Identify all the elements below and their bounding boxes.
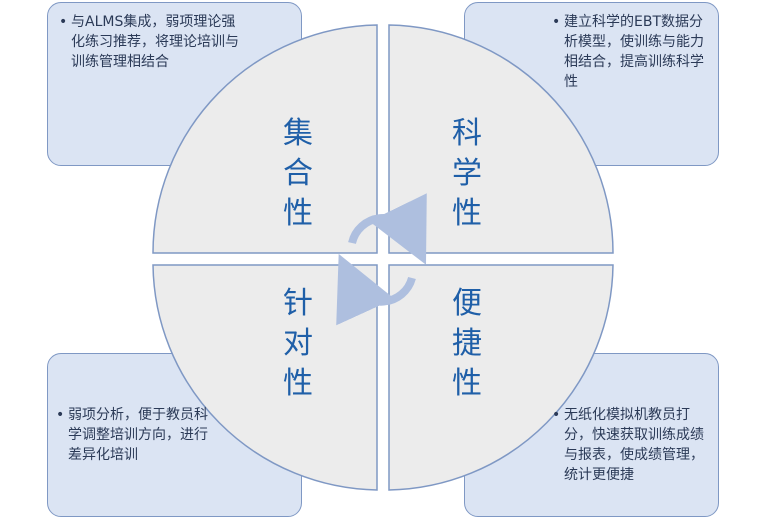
quadrant-top-right: [388, 24, 614, 254]
description-body: 无纸化模拟机教员打分，快速获取训练成绩与报表，使成绩管理，统计更便捷: [564, 407, 704, 483]
quadrant-title-bottom-left-char-1: 针: [283, 286, 313, 321]
description-text-top-left: • 与ALMS集成，弱项理论强化练习推荐，将理论培训与训练管理相结合: [59, 12, 239, 72]
cycle-arrow-top-icon: [348, 193, 427, 265]
bullet-icon: •: [552, 407, 561, 423]
description-text-bottom-right: • 无纸化模拟机教员打分，快速获取训练成绩与报表，使成绩管理，统计更便捷: [552, 405, 714, 485]
description-text-bottom-left: • 弱项分析，便于教员科学调整培训方向，进行差异化培训: [56, 405, 218, 465]
quadrant-title-top-right-char-2: 学: [452, 156, 482, 191]
description-text-top-right: • 建立科学的EBT数据分析模型，使训练与能力相结合，提高训练科学性: [552, 12, 714, 92]
bullet-icon: •: [552, 14, 561, 30]
quadrant-title-top-left-char-1: 集: [283, 116, 313, 151]
quadrant-top-left: [152, 24, 378, 254]
bullet-icon: •: [59, 14, 68, 30]
bullet-icon: •: [56, 407, 65, 423]
quadrant-bottom-left: [152, 264, 378, 491]
cycle-arrow-bottom-icon: [336, 253, 416, 326]
description-body: 与ALMS集成，弱项理论强化练习推荐，将理论培训与训练管理相结合: [71, 14, 239, 70]
quadrant-title-top-left-char-3: 性: [283, 196, 313, 231]
quadrant-title-bottom-left-char-3: 性: [283, 366, 313, 401]
quadrant-title-bottom-right-char-3: 性: [452, 366, 482, 401]
quadrant-title-bottom-left-char-2: 对: [283, 326, 313, 361]
quadrant-title-top-right-char-3: 性: [452, 196, 482, 231]
quadrant-title-bottom-right-char-1: 便: [452, 286, 482, 321]
quadrant-title-top-right-char-1: 科: [452, 116, 482, 151]
quadrant-title-top-left-char-2: 合: [283, 156, 313, 191]
quadrant-title-bottom-right-char-2: 捷: [452, 326, 482, 361]
description-body: 建立科学的EBT数据分析模型，使训练与能力相结合，提高训练科学性: [564, 14, 704, 90]
quadrant-bottom-right: [388, 264, 614, 491]
description-body: 弱项分析，便于教员科学调整培训方向，进行差异化培训: [68, 407, 208, 463]
